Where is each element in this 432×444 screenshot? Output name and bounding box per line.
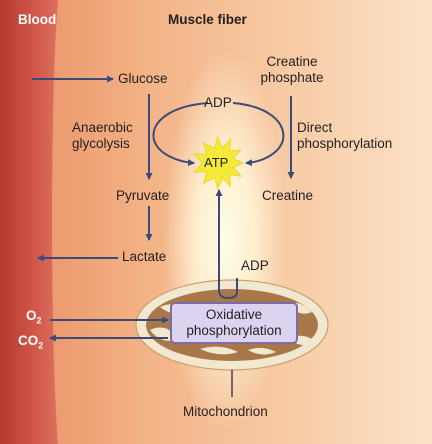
creatine-phosphate-label: Creatine phosphate bbox=[260, 54, 324, 85]
lactate-label: Lactate bbox=[122, 249, 167, 264]
co2-label: CO2 bbox=[18, 333, 44, 351]
atp-starburst bbox=[192, 135, 245, 191]
blood-region bbox=[0, 0, 58, 444]
adp-top-label: ADP bbox=[204, 95, 232, 110]
pyruvate-label: Pyruvate bbox=[116, 188, 170, 203]
o2-label: O2 bbox=[26, 308, 42, 326]
atp-label: ATP bbox=[204, 155, 229, 170]
muscle-fiber-label: Muscle fiber bbox=[168, 12, 247, 27]
oxidative-phosphorylation-box: Oxidative phosphorylation bbox=[170, 302, 298, 344]
creatine-label: Creatine bbox=[262, 188, 314, 203]
anaerobic-glycolysis-label: Anaerobic glycolysis bbox=[72, 120, 133, 151]
glucose-label: Glucose bbox=[118, 71, 168, 86]
mitochondrion-label: Mitochondrion bbox=[183, 404, 268, 419]
adp-atp-right-arrow bbox=[232, 102, 285, 167]
blood-label: Blood bbox=[18, 12, 57, 27]
direct-phosphorylation-label: Direct phosphorylation bbox=[297, 120, 393, 151]
pathway-arrows bbox=[32, 75, 295, 342]
adp-atp-left-arrow bbox=[152, 102, 209, 167]
adp-bottom-label: ADP bbox=[241, 258, 269, 273]
oxidative-atp-arrow bbox=[215, 188, 238, 300]
